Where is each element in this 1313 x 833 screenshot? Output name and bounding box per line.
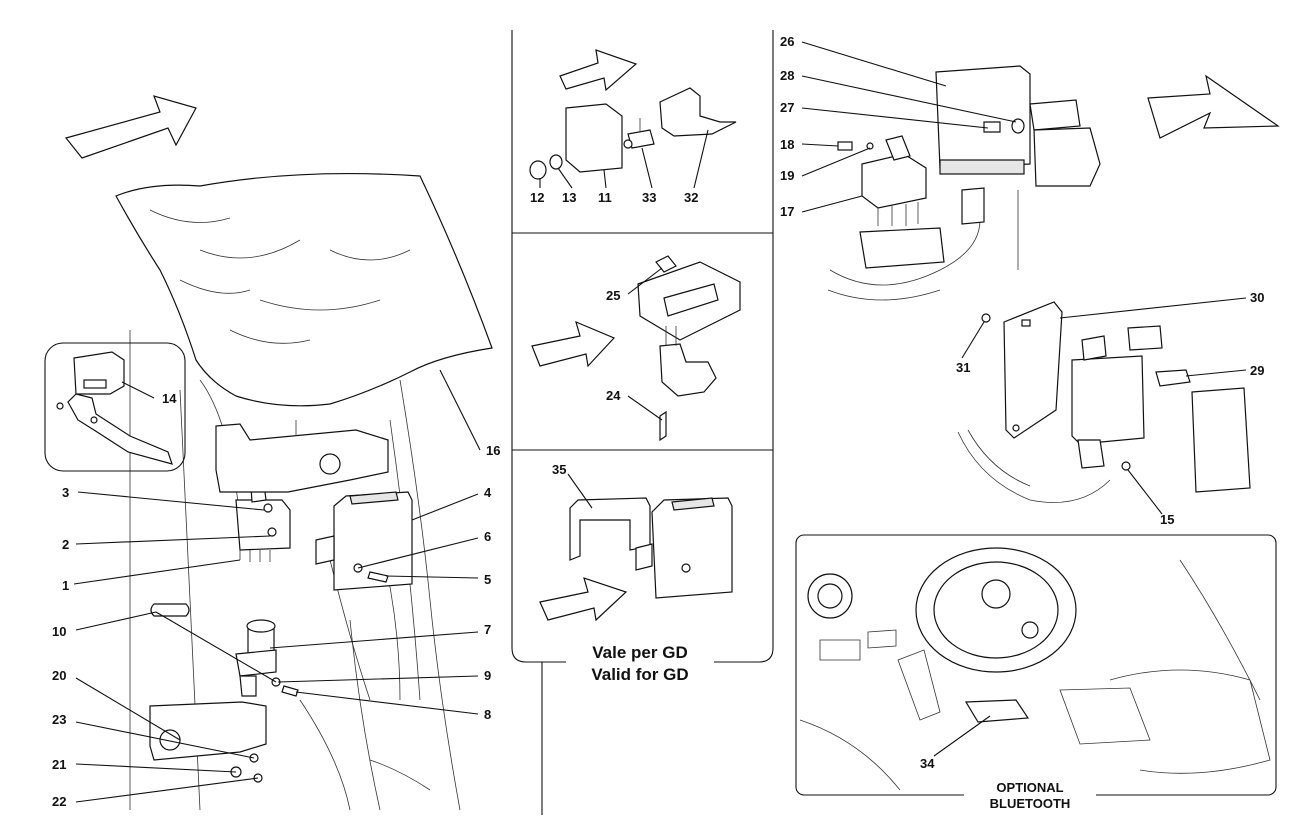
callout-32: 32 <box>684 190 698 205</box>
callout-17: 17 <box>780 204 794 219</box>
callout-33: 33 <box>642 190 656 205</box>
module-11-assembly <box>529 87 737 180</box>
ignition-switch-7 <box>150 603 299 697</box>
callout-23: 23 <box>52 712 66 727</box>
fuse-box-30 <box>957 301 1251 503</box>
bluetooth-inset-panel <box>795 534 1277 812</box>
callout-22: 22 <box>52 794 66 809</box>
callout-19: 19 <box>780 168 794 183</box>
callout-11: 11 <box>598 190 612 205</box>
callout-13: 13 <box>562 190 576 205</box>
callout-labels: 3 2 1 10 20 23 21 22 14 16 4 6 5 7 9 8 1… <box>52 34 1264 809</box>
callout-14: 14 <box>162 391 177 406</box>
callout-35: 35 <box>552 462 566 477</box>
caption-bluetooth: BLUETOOTH <box>990 796 1071 811</box>
mounting-bracket-16 <box>215 420 389 493</box>
callout-18: 18 <box>780 137 794 152</box>
callout-7: 7 <box>484 622 491 637</box>
callout-12: 12 <box>530 190 544 205</box>
callout-3: 3 <box>62 485 69 500</box>
callout-15: 15 <box>1160 512 1174 527</box>
callout-31: 31 <box>956 360 970 375</box>
callout-6: 6 <box>484 529 491 544</box>
leader-lines <box>73 41 1247 803</box>
callout-29: 29 <box>1250 363 1264 378</box>
callout-8: 8 <box>484 707 491 722</box>
callout-16: 16 <box>486 443 500 458</box>
callout-5: 5 <box>484 572 491 587</box>
bracket-20 <box>149 701 267 783</box>
captions: Vale per GD Valid for GD OPTIONAL BLUETO… <box>591 643 1070 811</box>
dashboard-cover-sheet <box>115 172 493 407</box>
caption-valid-for-gd: Valid for GD <box>591 665 688 684</box>
relay-17 <box>827 135 985 301</box>
control-unit-4 <box>315 491 413 591</box>
callout-20: 20 <box>52 668 66 683</box>
control-unit-gd-35 <box>569 497 733 599</box>
callout-26: 26 <box>780 34 794 49</box>
callout-27: 27 <box>780 100 794 115</box>
direction-arrow-middle <box>531 320 616 368</box>
direction-arrow-top-right <box>1147 74 1280 139</box>
callout-24: 24 <box>606 388 621 403</box>
callout-9: 9 <box>484 668 491 683</box>
callout-25: 25 <box>606 288 620 303</box>
caption-vale-per-gd: Vale per GD <box>592 643 687 662</box>
panel-dividers <box>511 30 774 815</box>
callout-2: 2 <box>62 537 69 552</box>
callout-30: 30 <box>1250 290 1264 305</box>
callout-4: 4 <box>484 485 492 500</box>
caption-optional: OPTIONAL <box>996 780 1063 795</box>
control-unit-26 <box>935 65 1101 270</box>
callout-34: 34 <box>920 756 935 771</box>
callout-1: 1 <box>62 578 69 593</box>
inset-box-part-14 <box>44 342 186 472</box>
direction-arrow-lower-middle <box>539 577 628 622</box>
callout-28: 28 <box>780 68 794 83</box>
direction-arrow-top-left <box>64 95 197 159</box>
callout-21: 21 <box>52 757 66 772</box>
bracket-25-assembly <box>637 255 741 442</box>
callout-10: 10 <box>52 624 66 639</box>
direction-arrow-top-middle <box>559 49 638 92</box>
